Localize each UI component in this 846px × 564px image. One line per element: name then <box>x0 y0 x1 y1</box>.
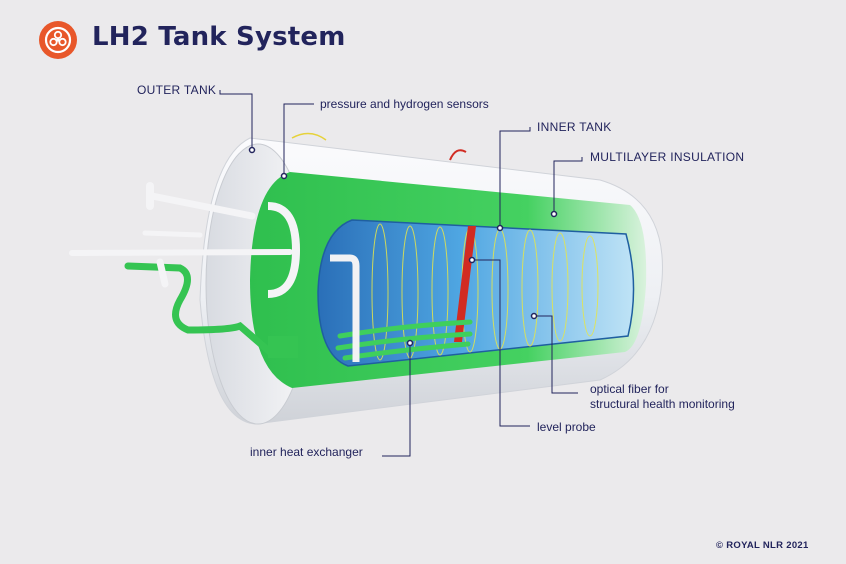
leader-level-probe <box>472 259 530 427</box>
external-fittings <box>69 182 293 288</box>
inner-pipe <box>330 254 360 362</box>
leader-heat-exchanger <box>382 343 411 457</box>
label-multilayer-insulation: MULTILAYER INSULATION <box>590 150 745 164</box>
label-optical-fiber-line1: optical fiber for <box>590 382 669 396</box>
label-pressure-hydrogen-sensors: pressure and hydrogen sensors <box>320 97 489 111</box>
label-level-probe: level probe <box>537 420 596 434</box>
label-inner-heat-exchanger: inner heat exchanger <box>250 445 363 459</box>
leader-lines <box>219 90 583 457</box>
label-optical-fiber-line2: structural health monitoring <box>590 397 735 411</box>
leader-sensors <box>283 103 314 176</box>
page-title: LH2 Tank System <box>92 22 346 52</box>
level-probe-rod <box>454 226 476 342</box>
label-inner-tank: INNER TANK <box>537 120 612 134</box>
leader-multilayer-insulation <box>553 157 583 214</box>
sensor-wire-yellow <box>291 132 327 141</box>
sensor-wire-red <box>449 149 467 161</box>
leader-inner-tank <box>499 127 531 228</box>
optical-fiber-rings <box>371 223 599 361</box>
royal-nlr-logo-icon <box>39 21 77 59</box>
external-piping <box>124 262 274 356</box>
leader-optical-fiber <box>534 315 578 394</box>
leader-outer-tank <box>219 90 253 150</box>
copyright-notice: © ROYAL NLR 2021 <box>716 540 809 551</box>
heat-exchanger-box <box>268 336 298 358</box>
u-pipe <box>267 202 301 298</box>
label-outer-tank: OUTER TANK <box>137 83 217 97</box>
leader-dots <box>248 146 558 347</box>
